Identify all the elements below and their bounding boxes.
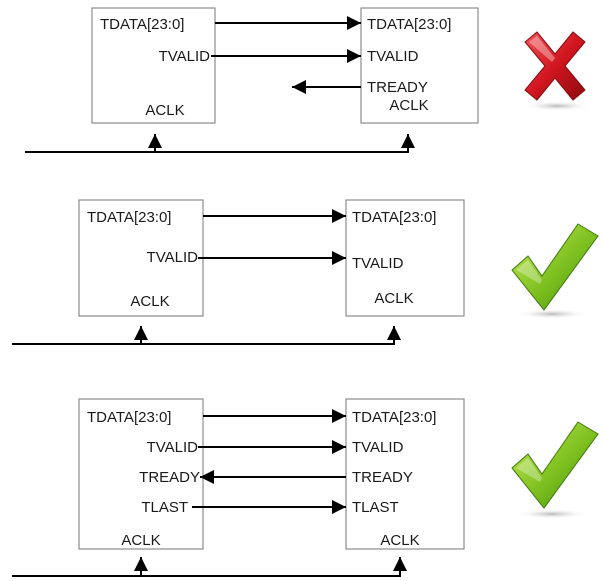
master-box xyxy=(78,199,204,317)
slave-aclk-label: ACLK xyxy=(389,97,428,114)
slave-tvalid-label: TVALID xyxy=(367,48,419,65)
master-aclk-label: ACLK xyxy=(121,532,160,549)
master-aclk-label: ACLK xyxy=(130,293,169,310)
slave-block: TDATA[23:0] TVALID ACLK xyxy=(345,199,465,317)
master-tready-label: TREADY xyxy=(139,469,200,486)
red-x-icon xyxy=(523,31,591,111)
clock-line xyxy=(12,326,401,345)
master-tdata-label: TDATA[23:0] xyxy=(87,409,171,426)
slave-box xyxy=(360,7,479,124)
master-block: TDATA[23:0] TVALID ACLK xyxy=(78,199,204,317)
slave-tvalid-label: TVALID xyxy=(352,439,404,456)
slave-tdata-label: TDATA[23:0] xyxy=(352,409,436,426)
master-tvalid-label: TVALID xyxy=(147,439,199,456)
master-aclk-label: ACLK xyxy=(145,102,184,119)
diagram-3: TDATA[23:0] TVALID TREADY TLAST ACLK TDA… xyxy=(12,398,599,577)
slave-box xyxy=(345,398,465,550)
master-tlast-label: TLAST xyxy=(141,499,188,516)
master-block: TDATA[23:0] TVALID TREADY TLAST ACLK xyxy=(78,398,204,550)
slave-tdata-label: TDATA[23:0] xyxy=(352,209,436,226)
slave-block: TDATA[23:0] TVALID TREADY ACLK xyxy=(360,7,479,124)
slave-block: TDATA[23:0] TVALID TREADY TLAST ACLK xyxy=(345,398,465,550)
slave-tlast-label: TLAST xyxy=(352,499,399,516)
slave-aclk-label: ACLK xyxy=(380,532,419,549)
master-box xyxy=(91,7,216,124)
clock-line xyxy=(12,557,407,577)
diagram-2: TDATA[23:0] TVALID ACLK TDATA[23:0] TVAL… xyxy=(12,199,599,345)
slave-tdata-label: TDATA[23:0] xyxy=(367,16,451,33)
slave-tready-label: TREADY xyxy=(367,79,428,96)
master-box xyxy=(78,398,204,550)
slave-aclk-label: ACLK xyxy=(374,290,413,307)
slave-tready-label: TREADY xyxy=(352,469,413,486)
master-tdata-label: TDATA[23:0] xyxy=(100,16,184,33)
diagram-1: TDATA[23:0] TVALID ACLK TDATA[23:0] TVAL… xyxy=(25,7,591,153)
green-check-icon xyxy=(511,421,599,519)
green-check-icon xyxy=(511,223,599,319)
master-block: TDATA[23:0] TVALID ACLK xyxy=(91,7,216,124)
master-tdata-label: TDATA[23:0] xyxy=(87,209,171,226)
slave-tvalid-label: TVALID xyxy=(352,255,404,272)
master-tvalid-label: TVALID xyxy=(159,48,211,65)
slave-box xyxy=(345,199,465,317)
clock-line xyxy=(25,134,415,153)
master-tvalid-label: TVALID xyxy=(147,249,199,266)
